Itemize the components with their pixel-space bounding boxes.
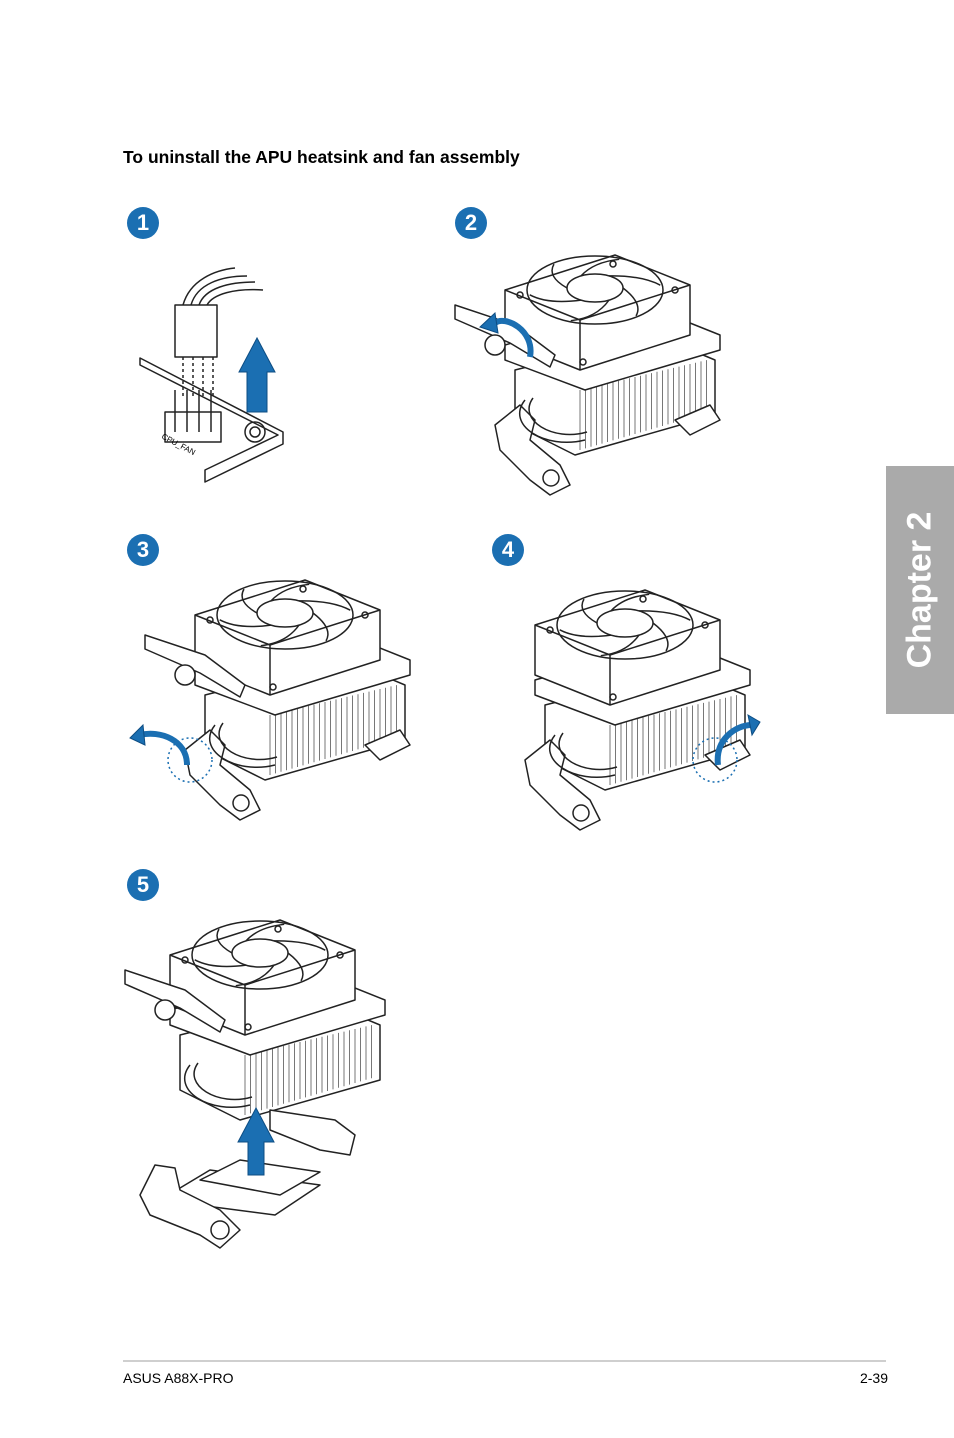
step-3-badge: 3 <box>127 534 159 566</box>
step-2-illustration <box>454 254 721 496</box>
step-5-illustration <box>124 919 386 1249</box>
step-4-illustration <box>524 589 761 831</box>
section-heading: To uninstall the APU heatsink and fan as… <box>123 147 520 167</box>
footer-divider <box>123 1360 886 1362</box>
step-4-badge: 4 <box>492 534 524 566</box>
chapter-tab-label: Chapter 2 <box>900 511 939 669</box>
step-5-badge: 5 <box>127 869 159 901</box>
footer-page-number: 2-39 <box>859 1370 888 1386</box>
chapter-side-tab: Chapter 2 <box>886 466 954 714</box>
step-2-badge: 2 <box>455 207 487 239</box>
step-3-illustration <box>129 579 411 821</box>
step-1-illustration: CPU_FAN <box>139 267 284 483</box>
footer-product-name: ASUS A88X-PRO <box>123 1370 234 1386</box>
step-1-badge: 1 <box>127 207 159 239</box>
